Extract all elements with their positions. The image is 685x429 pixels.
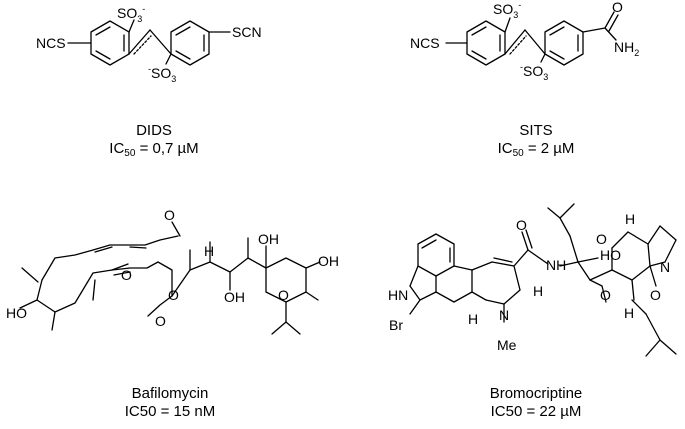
bafilomycin-ring-o-label: O xyxy=(168,287,179,303)
bafilomycin-top-methoxy-o-label: O xyxy=(164,207,175,223)
bafilomycin-oh-1-label: OH xyxy=(224,289,245,305)
bafilomycin-ic50: IC50 = 15 nM xyxy=(124,403,216,420)
sits-structure xyxy=(445,11,619,66)
bromocriptine-h-1-label: H xyxy=(533,283,543,299)
bromocriptine-h-4-label: H xyxy=(624,305,634,321)
bromocriptine-h-3-label: H xyxy=(625,211,635,227)
dids-ring-right xyxy=(170,20,210,66)
bromocriptine-n-label: N xyxy=(499,307,509,323)
bromocriptine-ring-n-label: N xyxy=(660,259,670,275)
bromocriptine-h-2-label: H xyxy=(468,311,478,327)
sits-nh2-label: NH2 xyxy=(614,39,639,58)
bafilomycin-oh-3-label: OH xyxy=(318,253,339,269)
sits-carbonyl-o-label: O xyxy=(612,0,623,15)
bromocriptine-ergoline-core xyxy=(409,233,521,323)
bromocriptine-hn-label: HN xyxy=(388,287,408,303)
bromocriptine-name: Bromocriptine xyxy=(489,385,583,402)
bromocriptine-br-label: Br xyxy=(389,317,403,333)
sits-ic50: IC50 = 2 µM xyxy=(497,140,575,159)
dids-ic50: IC50 = 0,7 µM xyxy=(109,140,199,159)
bromocriptine-amide-o-label: O xyxy=(516,217,527,233)
dids-so3-bottom-label: -SO3 xyxy=(148,64,176,84)
bafilomycin-pyran-ring xyxy=(265,245,321,335)
sits-amide xyxy=(582,11,619,41)
sits-ring-right xyxy=(544,20,584,66)
bromocriptine-ring-o-label: O xyxy=(596,231,607,247)
bromocriptine-ic50: IC50 = 22 µM xyxy=(490,403,582,420)
bromocriptine-ketone-o-1-label: O xyxy=(600,287,611,303)
bromocriptine-ketone-o-2-label: O xyxy=(650,287,661,303)
dids-stilbene-bridge xyxy=(128,29,172,55)
bafilomycin-pyran-o-label: O xyxy=(278,287,289,303)
sits-so3-top-label: SO3- xyxy=(493,0,521,20)
bromocriptine-nh-label: NH xyxy=(546,257,566,273)
bafilomycin-caption: Bafilomycin IC50 = 15 nM xyxy=(50,385,290,421)
bromocriptine-structure xyxy=(409,203,677,357)
bafilomycin-ho-label: HO xyxy=(6,305,27,321)
bafilomycin-name: Bafilomycin xyxy=(131,385,209,402)
bafilomycin-methoxy-o-label: O xyxy=(121,267,132,283)
sits-caption: SITS IC50 = 2 µM xyxy=(416,122,656,159)
bromocriptine-peptide xyxy=(513,203,677,357)
bafilomycin-structure xyxy=(19,221,321,335)
dids-structure xyxy=(67,19,231,66)
dids-ring-left xyxy=(90,20,130,66)
bromocriptine-caption: Bromocriptine IC50 = 22 µM xyxy=(416,385,656,421)
bafilomycin-oh-2-label: OH xyxy=(258,231,279,247)
bafilomycin-h-label: H xyxy=(204,243,214,259)
bafilomycin-side-chain xyxy=(171,221,267,297)
sits-ncs-label: NCS xyxy=(410,35,440,51)
dids-scn-label: SCN xyxy=(232,24,262,40)
dids-so3-top-label: SO3- xyxy=(117,4,145,24)
bromocriptine-ho-label: HO xyxy=(600,247,621,263)
bafilomycin-ester-o-label: O xyxy=(155,313,166,329)
sits-stilbene-bridge xyxy=(504,29,546,55)
sits-so3-bottom-label: -SO3 xyxy=(520,62,548,82)
dids-caption: DIDS IC50 = 0,7 µM xyxy=(34,122,274,159)
bromocriptine-me-label: Me xyxy=(497,337,517,353)
sits-name: SITS xyxy=(519,122,553,139)
dids-name: DIDS xyxy=(136,122,172,139)
sits-ring-left xyxy=(466,20,506,66)
dids-ncs-label: NCS xyxy=(36,35,66,51)
